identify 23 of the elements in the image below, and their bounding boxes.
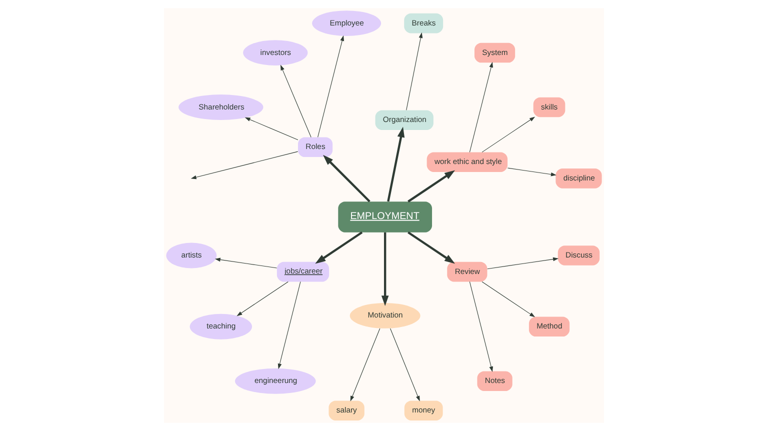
arrow <box>315 231 363 264</box>
arrow <box>469 62 493 152</box>
arrow <box>408 170 456 202</box>
arrow <box>190 151 298 180</box>
arrow <box>482 281 536 318</box>
arrow <box>214 258 278 268</box>
arrow <box>236 281 288 316</box>
arrow <box>350 328 380 402</box>
arrow <box>469 281 493 372</box>
arrow <box>390 328 420 402</box>
arrow <box>278 281 301 370</box>
arrow <box>244 117 298 140</box>
arrow <box>507 168 556 176</box>
arrow <box>387 126 405 202</box>
arrow <box>482 116 536 152</box>
arrow <box>318 35 344 138</box>
arrow <box>487 257 559 270</box>
node-box: EMPLOYMENT <box>338 202 432 232</box>
arrow <box>408 231 456 264</box>
arrow <box>406 32 423 110</box>
arrow <box>381 232 389 306</box>
arrow <box>280 64 312 138</box>
arrow <box>322 154 370 202</box>
